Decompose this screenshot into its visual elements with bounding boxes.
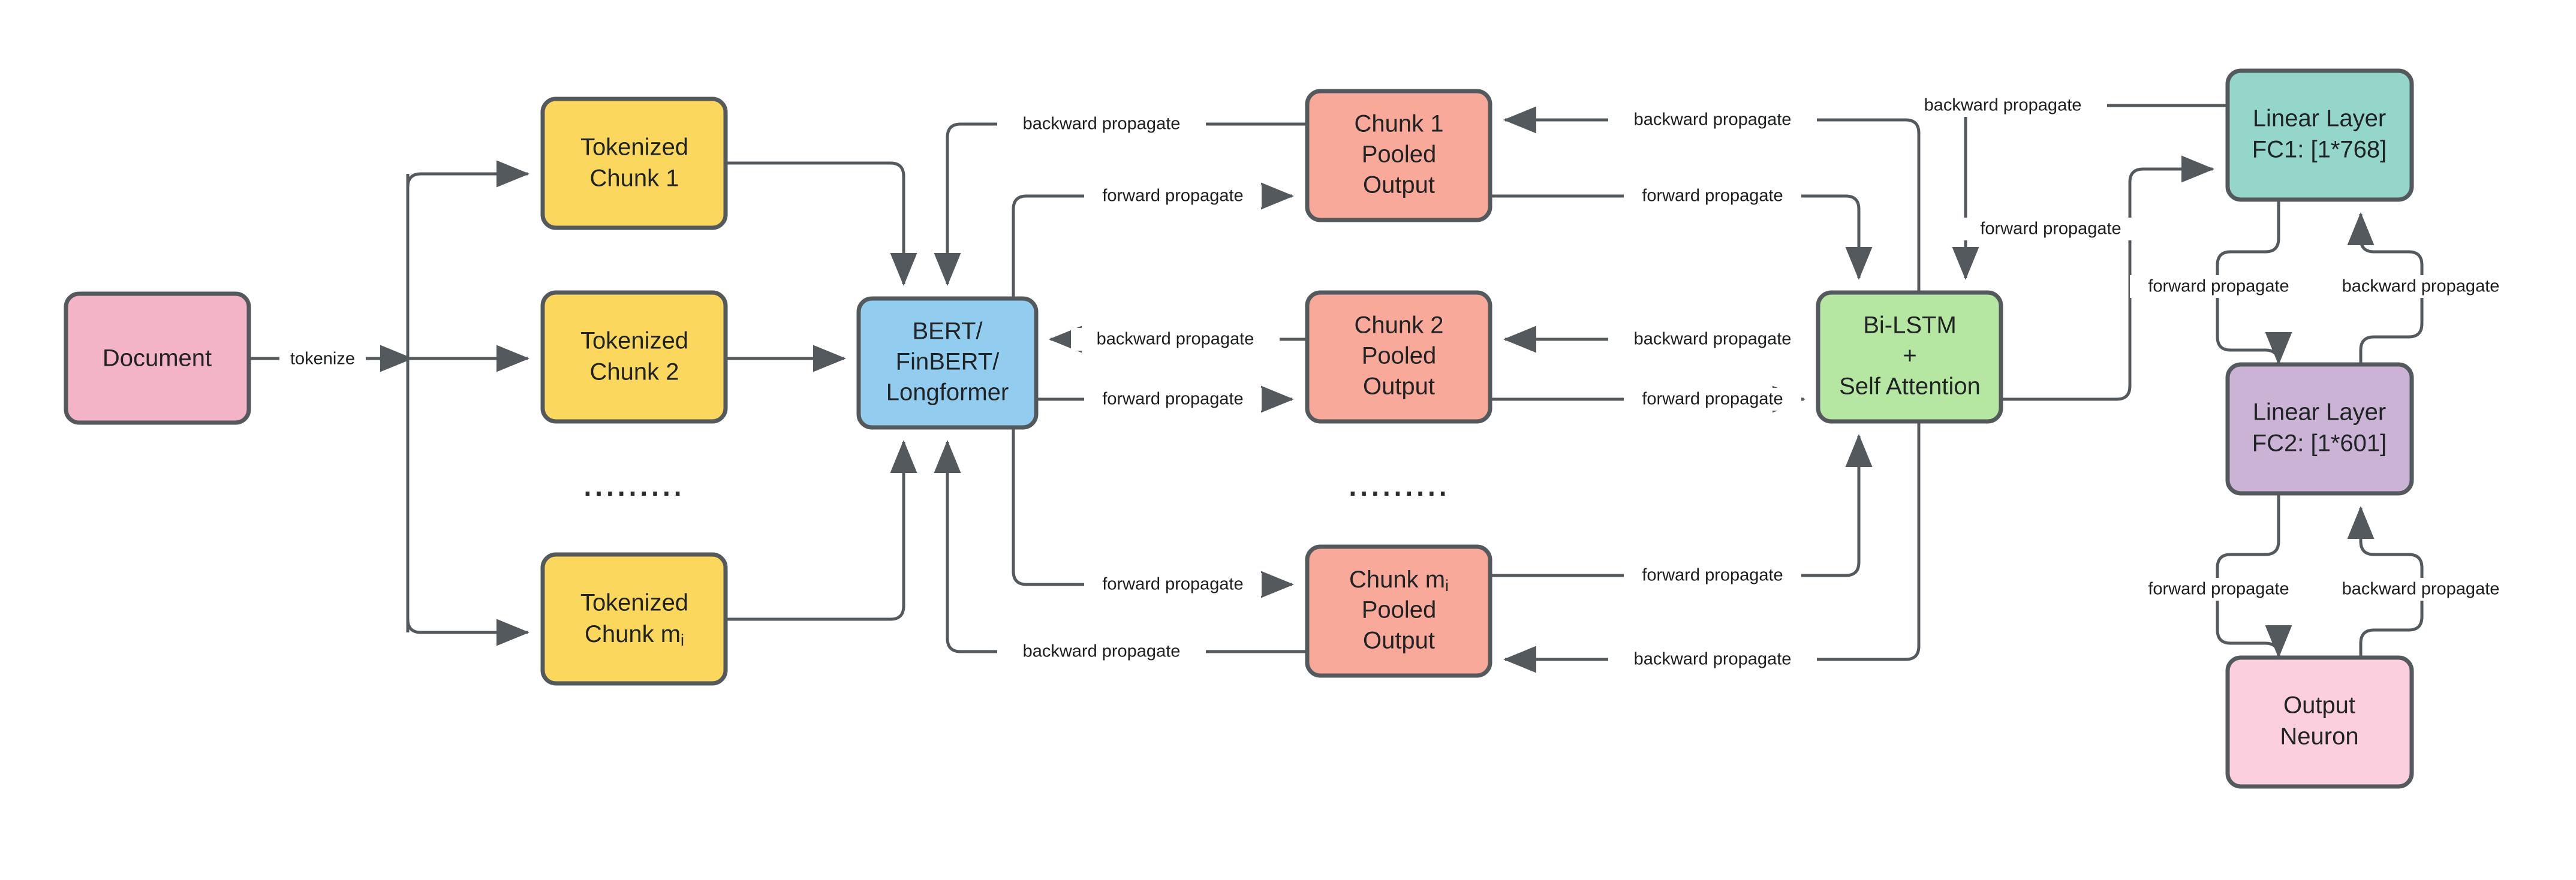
node-chunk-1-pooled-output-line2: Pooled [1362,141,1437,168]
node-tokenized-chunk-m-rect[interactable] [540,552,728,686]
node-tokenized-chunk-2-line1: Tokenized [580,328,688,354]
node-bilstm-self-attention-rect[interactable] [1816,290,2003,424]
node-chunk-2-pooled-output-rect[interactable] [1305,290,1492,424]
edge-label-backward-output-fc2: backward propagate [2342,580,2500,599]
node-chunk-m-pooled-output-line2: Pooled [1362,597,1437,623]
node-chunk-2-pooled-output-line2: Pooled [1362,343,1437,369]
node-tokenized-chunk-m-line2: Chunk mi [585,621,684,650]
node-chunk-m-pooled-output-line3: Output [1363,628,1435,654]
edge-label-backward-pooled2-enc: backward propagate [1097,330,1254,349]
node-tokenized-chunk-1[interactable]: Tokenized Chunk 1 [540,97,728,230]
ellipsis-right: ......... [1349,471,1450,502]
node-chunk-1-pooled-output-rect[interactable] [1305,89,1492,222]
edge-fc2-to-output-forward [2216,493,2292,659]
edge-pooledm-to-bilstm-forward [1490,433,1873,577]
node-linear-layer-fc2-rect[interactable] [2225,362,2414,496]
node-tokenized-chunk-2[interactable]: Tokenized Chunk 2 [540,290,728,424]
node-tokenized-chunk-1-rect[interactable] [540,97,728,230]
node-document-rect[interactable] [64,291,251,425]
edge-encoder-to-pooledm-forward [1012,427,1295,598]
ellipsis-layer: ......... ......... [583,471,1450,502]
node-chunk-1-pooled-output-line1: Chunk 1 [1355,111,1444,137]
node-encoder-line3: Longformer [886,379,1009,406]
edge-label-forward-enc-pooledm: forward propagate [1102,575,1243,594]
node-linear-layer-fc2[interactable]: Linear Layer FC2: [1*601] [2225,362,2414,496]
node-encoder-line1: BERT/ [912,318,983,345]
edge-pooledm-to-encoder-backward [934,439,1307,653]
node-encoder[interactable]: BERT/ FinBERT/ Longformer [856,296,1039,430]
node-chunk-m-pooled-output[interactable]: Chunk mi Pooled Output [1305,544,1492,678]
node-tokenized-chunk-m-line1: Tokenized [580,590,688,616]
node-encoder-line2: FinBERT/ [896,349,1000,375]
node-chunk-2-pooled-output-line1: Chunk 2 [1355,312,1444,339]
edge-bilstm-to-pooledm-backward [1503,421,1921,673]
edge-bilstm-to-pooled1-backward [1503,106,1921,293]
node-tokenized-chunk-2-line2: Chunk 2 [590,359,679,385]
edge-label-backward-bilstm-pooled1: backward propagate [1634,110,1792,129]
edge-label-backward-fc1-bilstm: backward propagate [1924,96,2082,115]
edge-label-backward-pooledm-enc: backward propagate [1023,642,1181,661]
edge-label-forward-fc2-output: forward propagate [2148,580,2289,599]
edge-label-forward-bilstm-fc1: forward propagate [1980,219,2121,239]
node-bilstm-self-attention[interactable]: Bi-LSTM + Self Attention [1816,290,2003,424]
node-output-neuron-line1: Output [2283,692,2355,719]
edge-label-forward-enc-pooled1: forward propagate [1102,186,1243,206]
node-document[interactable]: Document [64,291,251,425]
edge-label-backward-fc2-fc1: backward propagate [2342,277,2500,296]
node-chunk-m-pooled-output-subscript: i [1445,577,1449,595]
node-output-neuron-line2: Neuron [2280,724,2358,750]
node-tokenized-chunk-m[interactable]: Tokenized Chunk mi [540,552,728,686]
edge-chunkm-to-encoder [726,439,917,621]
edge-pooled1-to-encoder-backward [934,122,1307,287]
edge-label-forward-fc1-fc2: forward propagate [2148,277,2289,296]
node-output-neuron-rect[interactable] [2225,655,2414,789]
node-chunk-m-pooled-output-line1: Chunk mi [1349,566,1449,595]
node-chunk-1-pooled-output[interactable]: Chunk 1 Pooled Output [1305,89,1492,222]
node-bilstm-line2: + [1903,343,1916,369]
edge-chunk1-to-encoder [726,161,917,287]
node-tokenized-chunk-1-line2: Chunk 1 [590,165,679,192]
node-output-neuron[interactable]: Output Neuron [2225,655,2414,789]
edge-label-layer: tokenize forward propagate forward propa… [279,94,2525,671]
edge-fc1-to-bilstm-backward [1952,104,2228,281]
node-linear-layer-fc1[interactable]: Linear Layer FC1: [1*768] [2225,68,2414,202]
node-chunk-m-pooled-output-line1-main: Chunk m [1349,566,1445,593]
edge-label-forward-pooled2-bilstm: forward propagate [1642,390,1783,409]
edge-bus-to-chunkm [406,619,530,646]
edge-pooled1-to-bilstm-forward [1490,194,1873,281]
node-document-label: Document [103,345,212,372]
node-chunk-m-pooled-output-rect[interactable] [1305,544,1492,678]
edge-encoder-to-pooled1-forward [1012,182,1295,299]
ellipsis-left: ......... [583,471,685,502]
node-linear-layer-fc1-line1: Linear Layer [2253,106,2386,132]
edge-label-forward-pooledm-bilstm: forward propagate [1642,566,1783,585]
node-chunk-2-pooled-output-line3: Output [1363,373,1435,400]
edge-label-backward-bilstm-pooled2: backward propagate [1634,330,1792,349]
edge-label-forward-pooled1-bilstm: forward propagate [1642,186,1783,206]
edge-fc1-to-fc2-forward [2216,200,2292,366]
node-linear-layer-fc1-rect[interactable] [2225,68,2414,202]
node-encoder-rect[interactable] [856,296,1039,430]
node-bilstm-line3: Self Attention [1839,373,1981,400]
node-layer: Document Tokenized Chunk 1 Tokenized Chu… [64,68,2414,789]
node-linear-layer-fc2-line2: FC2: [1*601] [2252,430,2387,457]
edge-label-backward-pooled1-enc: backward propagate [1023,114,1181,134]
node-tokenized-chunk-m-subscript: i [681,631,684,649]
node-linear-layer-fc2-line1: Linear Layer [2253,399,2386,426]
edge-label-forward-enc-pooled2: forward propagate [1102,390,1243,409]
node-linear-layer-fc1-line2: FC1: [1*768] [2252,137,2387,163]
node-chunk-2-pooled-output[interactable]: Chunk 2 Pooled Output [1305,290,1492,424]
node-tokenized-chunk-1-line1: Tokenized [580,134,688,161]
edge-bus-to-chunk1 [406,160,530,188]
edge-label-backward-bilstm-pooledm: backward propagate [1634,650,1792,669]
node-chunk-1-pooled-output-line3: Output [1363,172,1435,198]
edge-label-tokenize: tokenize [290,349,355,369]
node-tokenized-chunk-m-line2-main: Chunk m [585,621,681,647]
node-tokenized-chunk-2-rect[interactable] [540,290,728,424]
node-bilstm-line1: Bi-LSTM [1863,312,1957,339]
